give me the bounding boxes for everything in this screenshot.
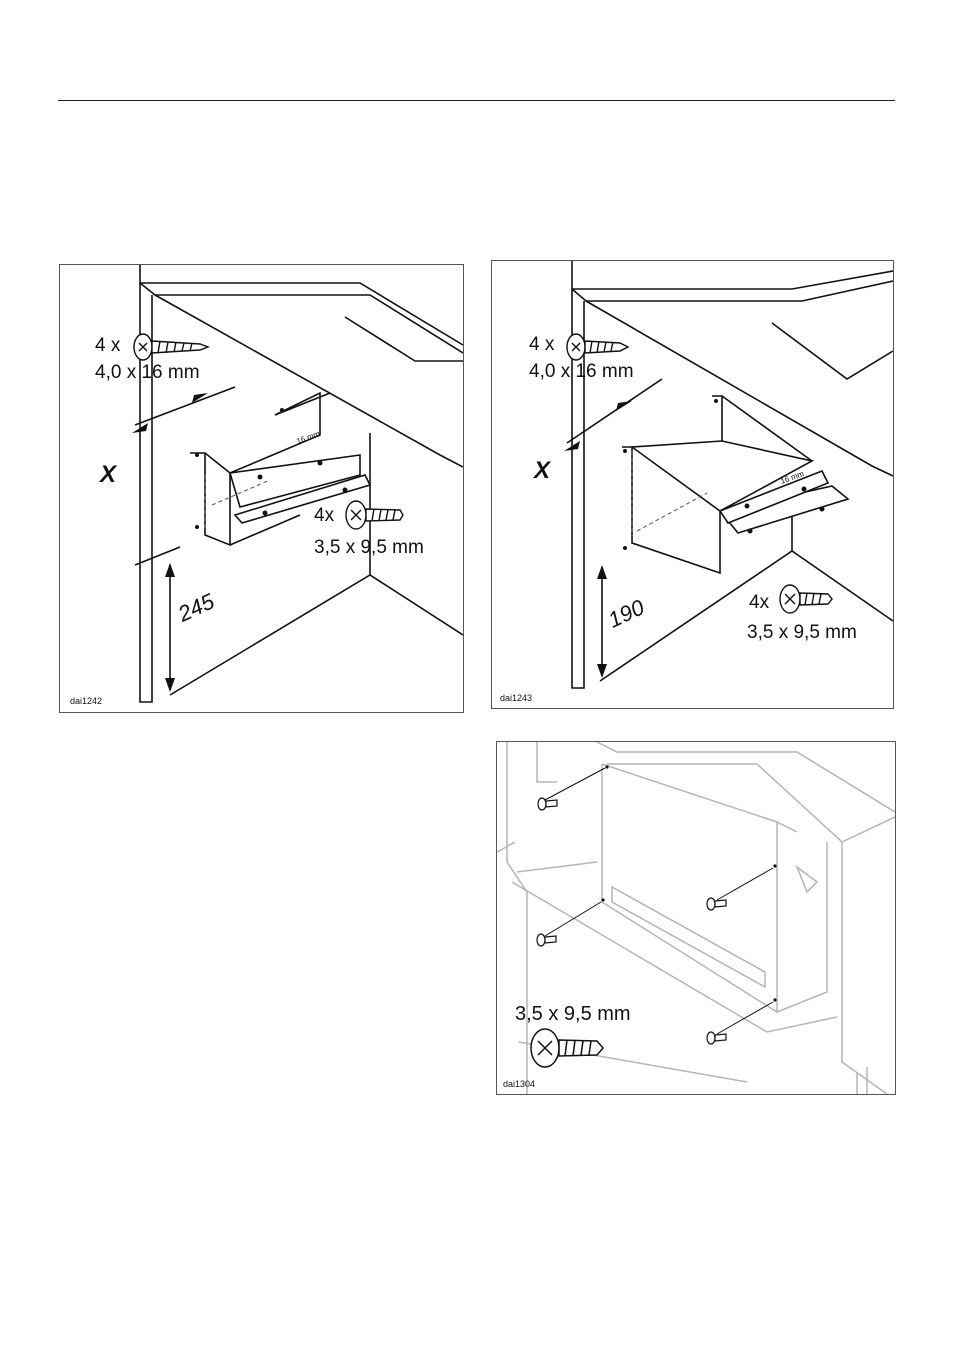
screw-top-count: 4 x [95,335,120,357]
header-rule [58,100,895,101]
screw-4x16-icon [567,334,628,360]
figure-dai1243: 4 x 4,0 x 16 mm 4x 3,5 x 9,5 mm 190 X 16… [491,260,894,709]
screw-top-count: 4 x [529,334,554,356]
screw-3-5x9-5-icon [531,1029,603,1067]
marker-x: X [100,461,116,489]
screw-bottom-size: 3,5 x 9,5 mm [747,622,857,644]
screw-size: 3,5 x 9,5 mm [515,1003,631,1025]
screw-3-5x9-5-icon [780,585,832,613]
screw-bottom-count: 4x [314,505,334,527]
screw-4x16-icon [134,334,208,360]
figure-dai1242: 4 x 4,0 x 16 mm 4x 3,5 x 9,5 mm 245 X 16… [59,264,464,713]
screw-top-size: 4,0 x 16 mm [529,361,634,383]
screw-icon [537,934,556,946]
screw-top-size: 4,0 x 16 mm [95,362,200,384]
screw-icon [707,898,726,910]
marker-x: X [534,457,550,485]
screw-icon [707,1032,726,1044]
illustration-cabinet-bracket-245 [60,265,463,712]
figure-dai1304: 3,5 x 9,5 mm dai1304 [496,741,896,1095]
screw-bottom-count: 4x [749,592,769,614]
illustration-appliance-screws [497,742,895,1094]
figure-code: dai1304 [503,1079,535,1089]
figure-code: dai1243 [500,693,532,703]
screw-3-5x9-5-icon [346,501,403,529]
figure-code: dai1242 [70,696,102,706]
screw-icon [538,798,557,810]
screw-bottom-size: 3,5 x 9,5 mm [314,537,424,559]
